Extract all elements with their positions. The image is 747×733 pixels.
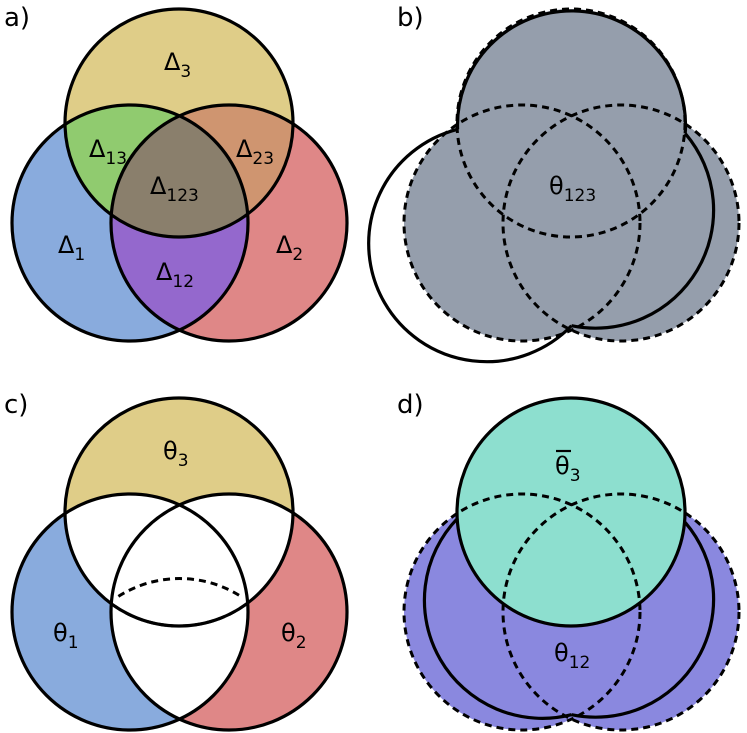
circle-2-outline xyxy=(109,492,349,732)
circle-3-outline xyxy=(63,396,295,628)
label-delta-123: Δ123 xyxy=(150,172,199,206)
triple-intersection-dashed-upper xyxy=(117,577,242,598)
label-theta-123: θ123 xyxy=(549,172,596,206)
circle-2-dashed xyxy=(501,492,741,732)
circle-3-outline xyxy=(63,7,295,239)
label-delta-13: Δ13 xyxy=(89,135,127,169)
region-theta-2-3-overlap xyxy=(111,494,293,626)
label-delta-3: Δ3 xyxy=(164,48,191,82)
label-delta-2: Δ2 xyxy=(276,231,303,265)
panel-b-label: b) xyxy=(397,3,424,33)
label-delta-23: Δ23 xyxy=(236,135,274,169)
panel-a: a) Δ3 Δ13 Δ23 Δ123 Δ1 Δ2 Δ12 xyxy=(4,3,349,343)
panel-b: b) θ123 xyxy=(367,3,741,364)
label-theta-12: θ12 xyxy=(554,639,590,673)
panel-d-label: d) xyxy=(397,390,424,420)
region-theta-3-bar xyxy=(457,398,685,626)
label-theta-2: θ2 xyxy=(281,619,307,653)
label-delta-1: Δ1 xyxy=(58,231,85,265)
region-delta-123 xyxy=(111,105,248,237)
label-delta-12: Δ12 xyxy=(156,258,194,292)
circle-3-outline xyxy=(455,396,687,628)
circle-1-outline xyxy=(10,103,250,343)
label-theta-3-bar: θ3 xyxy=(555,452,581,486)
panel-c: c) θ3 θ1 θ2 xyxy=(4,390,349,732)
region-theta-123-union xyxy=(404,9,739,341)
circle-1-dashed xyxy=(402,103,642,343)
panel-d: d) θ3 θ12 xyxy=(397,390,741,732)
panel-a-label: a) xyxy=(4,3,30,33)
union-outline xyxy=(367,9,716,364)
union-outline xyxy=(422,517,716,720)
circle-1-dashed xyxy=(402,492,642,732)
circle-2-dashed xyxy=(501,103,741,343)
panel-c-label: c) xyxy=(4,390,28,420)
label-theta-1: θ1 xyxy=(53,619,79,653)
circle-2-outline xyxy=(109,103,349,343)
label-theta-3: θ3 xyxy=(163,437,189,471)
circle-1-outline xyxy=(10,492,250,732)
